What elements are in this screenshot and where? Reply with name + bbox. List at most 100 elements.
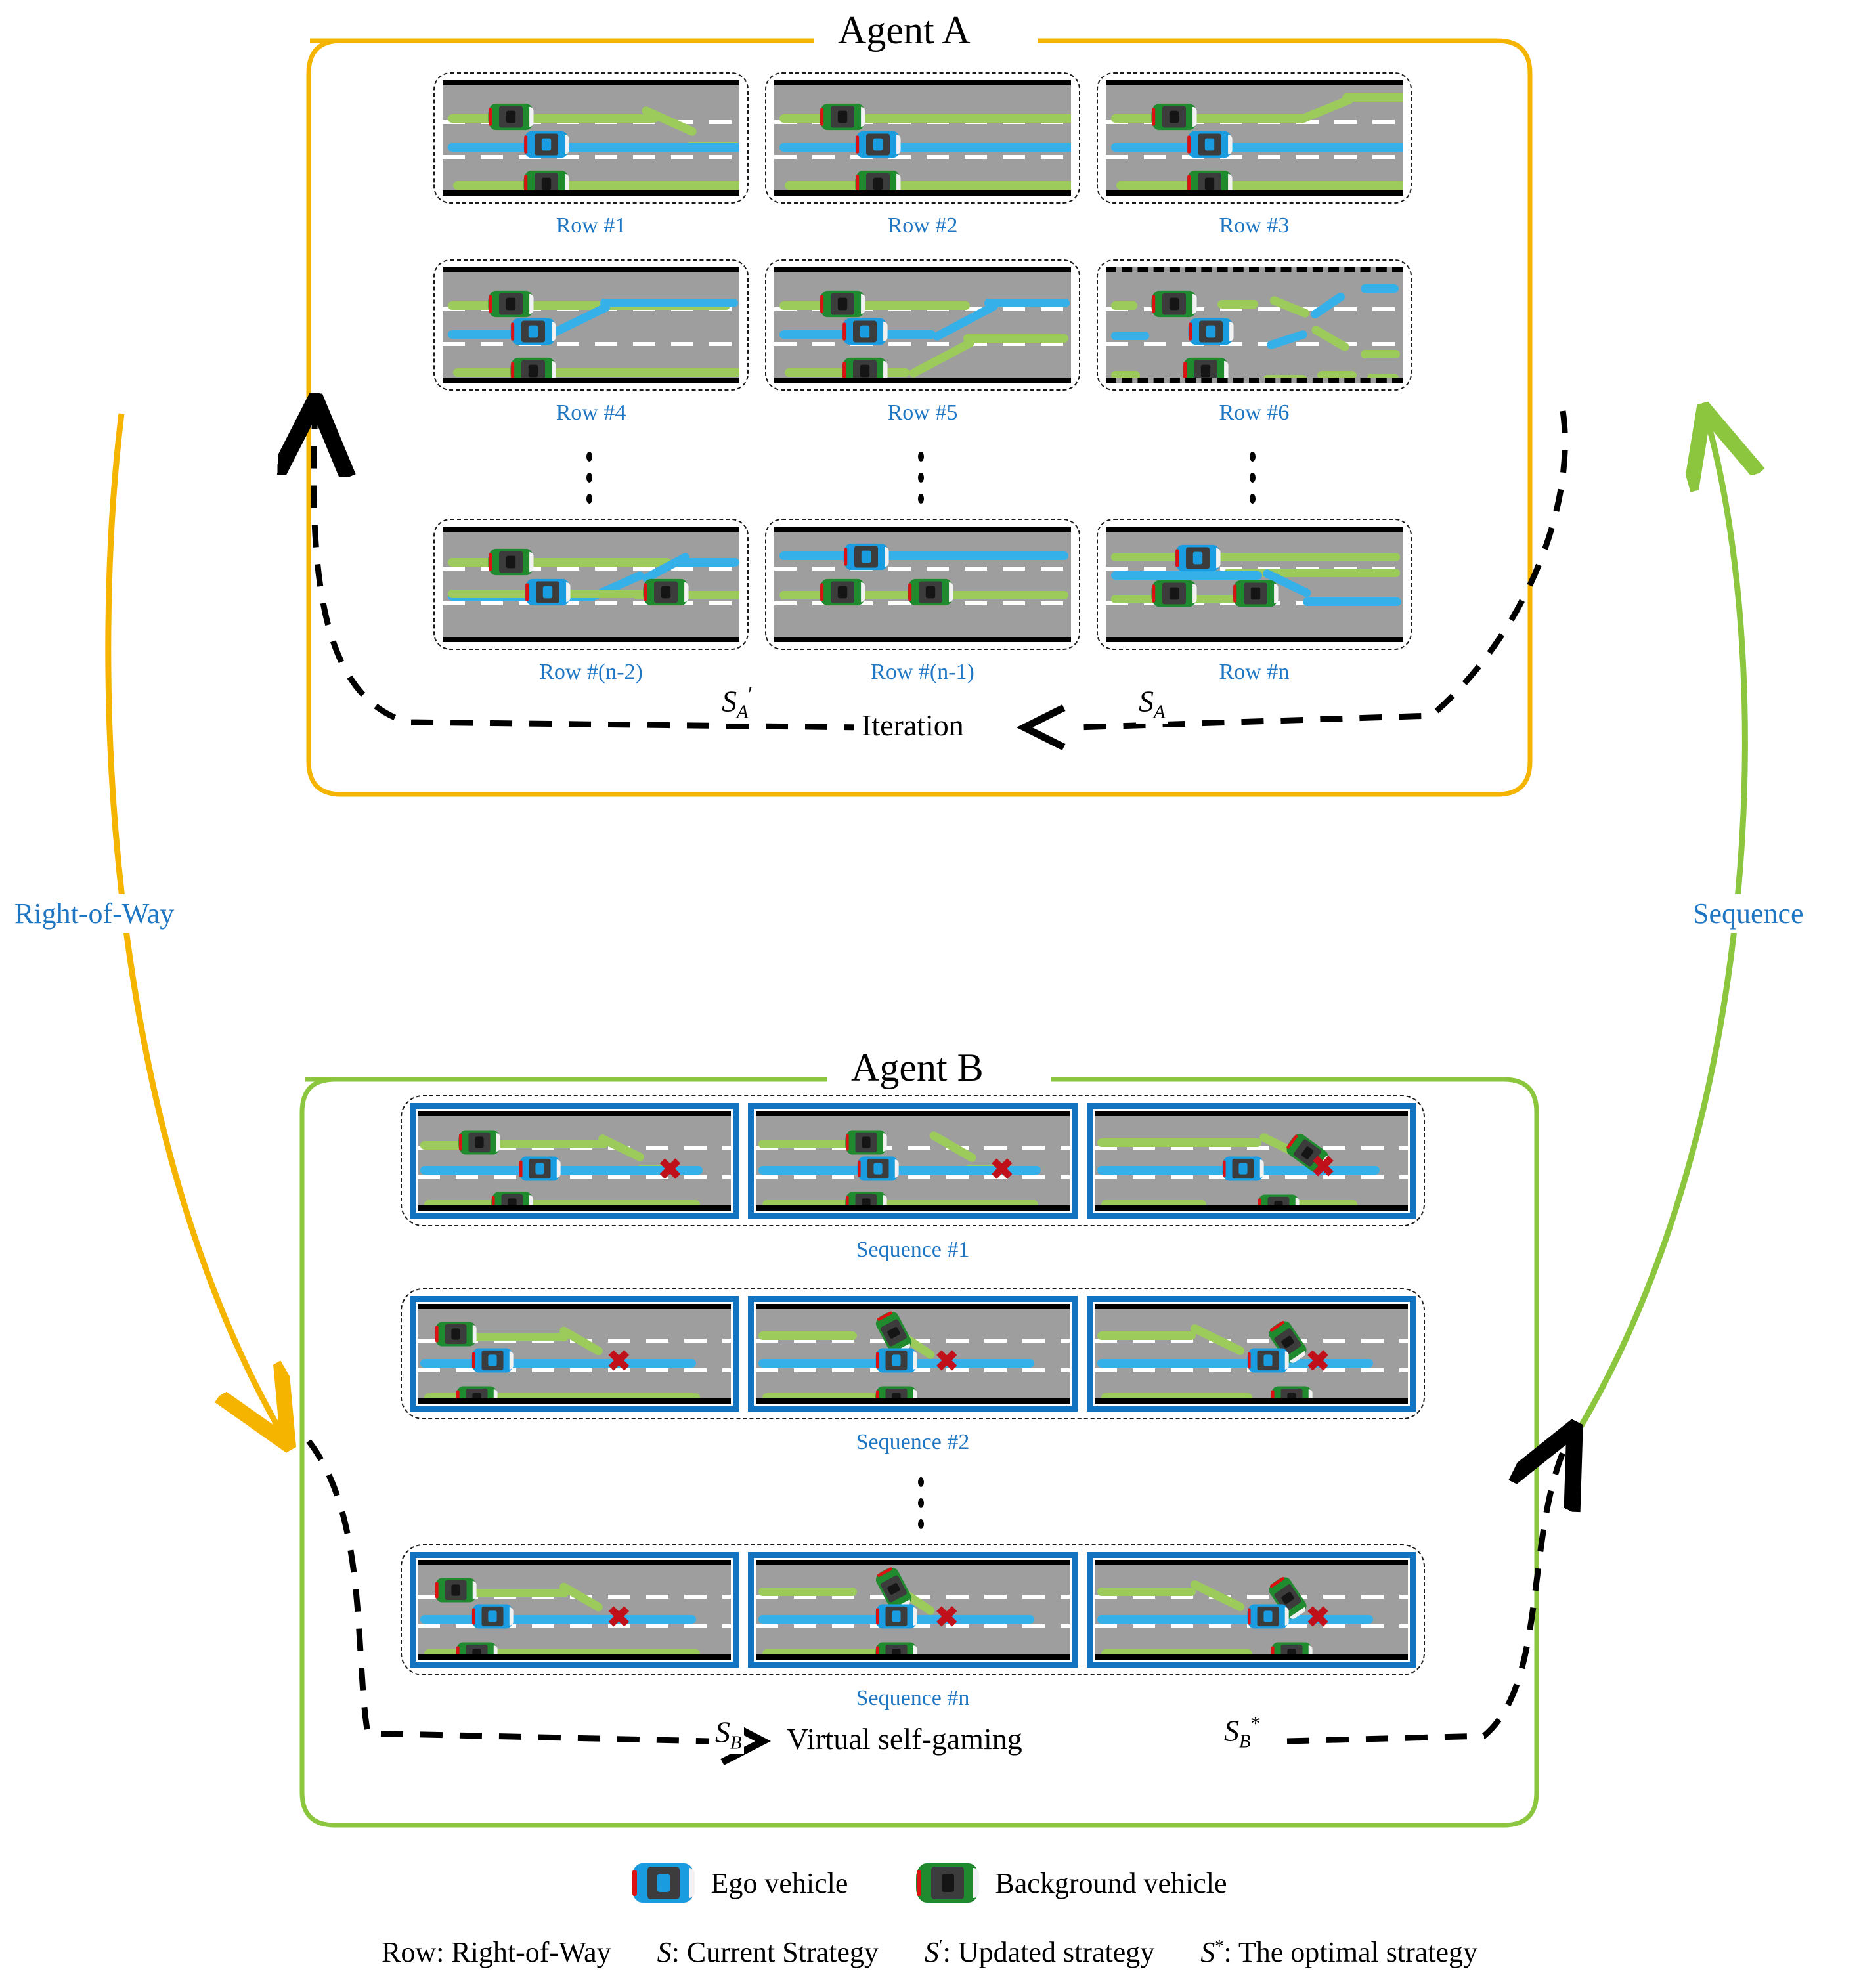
background-vehicle xyxy=(1187,170,1233,190)
ego-vehicle xyxy=(1246,1348,1289,1373)
row-panel-5[interactable] xyxy=(765,259,1080,391)
road-scene: ✖ xyxy=(756,1560,1070,1660)
lane-divider xyxy=(443,601,739,605)
trajectory-blue xyxy=(600,299,738,307)
ego-vehicle xyxy=(875,1348,918,1373)
background-vehicle xyxy=(820,103,865,131)
background-vehicle xyxy=(510,357,556,378)
vertical-ellipsis xyxy=(586,452,592,504)
legend-vehicles: Ego vehicle Background vehicle xyxy=(0,1863,1859,1903)
ego-vehicle xyxy=(1246,1604,1289,1629)
background-vehicle xyxy=(435,1322,477,1347)
lane-divider xyxy=(443,154,739,159)
sequence-row-n[interactable]: ✖ ✖ xyxy=(401,1544,1425,1675)
collision-marker-icon: ✖ xyxy=(934,1345,959,1377)
row-panel-6[interactable] xyxy=(1097,259,1412,391)
background-vehicle xyxy=(842,357,888,378)
agent-b-flow-label: Virtual self-gaming xyxy=(779,1721,1030,1756)
lane-divider xyxy=(1106,154,1403,159)
background-vehicle xyxy=(1233,580,1279,607)
row-panel-n[interactable] xyxy=(1097,519,1412,650)
ego-vehicle xyxy=(1175,544,1221,572)
background-vehicle xyxy=(458,1130,500,1155)
row-caption-6: Row #6 xyxy=(1219,400,1290,425)
sequence-frame[interactable]: ✖ xyxy=(748,1296,1078,1412)
sequence-frame[interactable]: ✖ xyxy=(410,1552,739,1668)
row-panel-2[interactable] xyxy=(765,72,1080,204)
trajectory-green xyxy=(453,181,739,190)
road-scene xyxy=(1106,527,1403,642)
agent-a-sym-left: SA′ xyxy=(719,683,756,724)
row-caption-n-1: Row #(n-1) xyxy=(871,660,974,684)
ego-vehicle-icon xyxy=(632,1863,695,1903)
collision-marker-icon: ✖ xyxy=(990,1154,1015,1186)
collision-marker-icon: ✖ xyxy=(658,1154,682,1186)
background-vehicle xyxy=(456,1386,498,1398)
background-vehicle xyxy=(456,1642,498,1654)
row-panel-n-1[interactable] xyxy=(765,519,1080,650)
ego-vehicle xyxy=(523,131,569,158)
collision-marker-icon: ✖ xyxy=(1311,1151,1336,1183)
sequence-frame[interactable]: ✖ xyxy=(748,1103,1078,1219)
row-caption-3: Row #3 xyxy=(1219,213,1290,238)
sequence-frame[interactable]: ✖ xyxy=(410,1296,739,1412)
sequence-row-2[interactable]: ✖ ✖ xyxy=(401,1288,1425,1419)
row-caption-5: Row #5 xyxy=(887,400,958,425)
row-panel-3[interactable] xyxy=(1097,72,1412,204)
row-panel-1[interactable] xyxy=(433,72,749,204)
agent-b-sym-left: SB xyxy=(712,1714,745,1754)
row-panel-4[interactable] xyxy=(433,259,749,391)
sequence-frame[interactable]: ✖ xyxy=(1086,1296,1416,1412)
legend-background-label: Background vehicle xyxy=(995,1867,1227,1899)
row-caption-n-2: Row #(n-2) xyxy=(539,660,643,684)
row-caption-1: Row #1 xyxy=(556,213,626,238)
background-vehicle xyxy=(820,290,865,318)
trajectory-green xyxy=(1342,93,1403,102)
agent-a-sym-right: SA xyxy=(1136,683,1168,724)
trajectory-blue xyxy=(1265,329,1309,351)
trajectory-green xyxy=(1111,114,1308,123)
road-scene xyxy=(774,527,1071,642)
row-panel-n-2[interactable] xyxy=(433,519,749,650)
trajectory-green xyxy=(1284,1200,1357,1205)
lane-divider xyxy=(774,341,1071,346)
road-scene xyxy=(1106,267,1403,383)
lane-divider xyxy=(418,1175,732,1179)
trajectory-blue xyxy=(674,558,739,567)
background-vehicle xyxy=(643,578,689,606)
sequence-frame[interactable]: ✖ xyxy=(410,1103,739,1219)
trajectory-green xyxy=(490,1140,608,1148)
vertical-ellipsis xyxy=(1250,452,1256,504)
trajectory-blue xyxy=(779,143,1071,152)
trajectory-blue xyxy=(448,143,739,152)
background-vehicle xyxy=(523,170,569,190)
road-scene xyxy=(1106,80,1403,196)
background-vehicle xyxy=(488,548,534,576)
trajectory-blue xyxy=(420,1166,703,1175)
lane-divider xyxy=(443,566,739,571)
lane-divider xyxy=(1094,1145,1408,1150)
trajectory-green xyxy=(1367,374,1399,378)
road-scene: ✖ xyxy=(418,1304,732,1404)
trajectory-green xyxy=(758,1588,858,1596)
ego-vehicle xyxy=(510,318,556,345)
ego-vehicle xyxy=(857,1156,900,1181)
road-scene xyxy=(774,80,1071,196)
sequence-frame[interactable]: ✖ xyxy=(1086,1103,1416,1219)
iteration-arrowhead xyxy=(1016,704,1066,750)
lane-divider xyxy=(774,566,1071,571)
trajectory-green xyxy=(450,1589,569,1597)
sequence-frame[interactable]: ✖ xyxy=(748,1552,1078,1668)
agent-a-flow-label: Iteration xyxy=(854,708,972,743)
row-caption-n: Row #n xyxy=(1219,660,1290,684)
sequence-row-1[interactable]: ✖ ✖ xyxy=(401,1095,1425,1226)
trajectory-green xyxy=(1101,1200,1206,1205)
background-vehicle xyxy=(855,170,901,190)
sequence-frame[interactable]: ✖ xyxy=(1086,1552,1416,1668)
background-vehicle xyxy=(491,1192,533,1205)
trajectory-blue xyxy=(420,1359,696,1368)
trajectory-green xyxy=(1097,1588,1196,1596)
trajectory-green xyxy=(1317,371,1357,378)
collision-marker-icon: ✖ xyxy=(1305,1345,1330,1377)
